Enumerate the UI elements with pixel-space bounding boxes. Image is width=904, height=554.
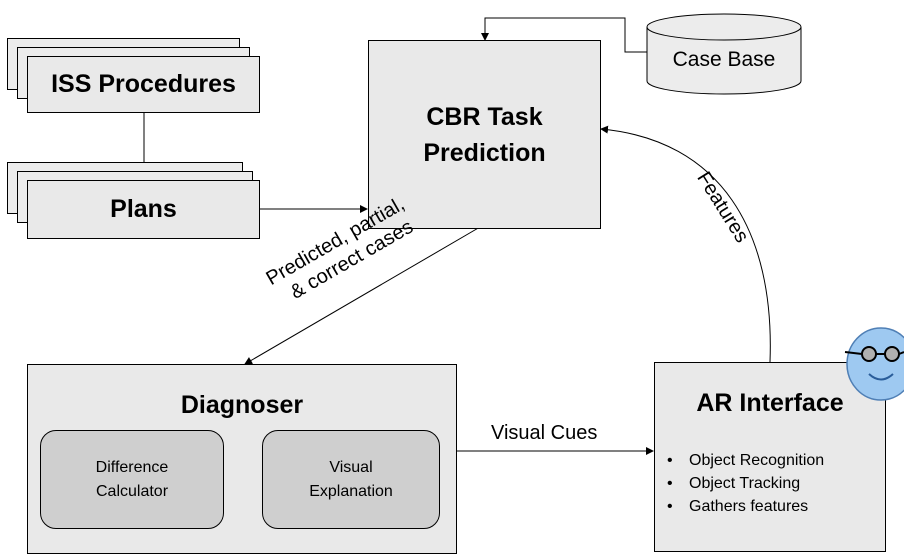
cbr-task-prediction-box: CBR Task Prediction: [368, 40, 601, 229]
difference-calculator-box: Difference Calculator: [40, 430, 224, 529]
diagnoser-title: Diagnoser: [180, 391, 304, 419]
visual-cues-label: Visual Cues: [491, 422, 598, 444]
plans-box: Plans: [27, 180, 260, 239]
avatar-face-icon: [844, 327, 904, 401]
visual-explanation-box: Visual Explanation: [262, 430, 440, 529]
iss-procedures-box: ISS Procedures: [27, 56, 260, 113]
cbr-to-diagnoser-arrow: [244, 226, 481, 365]
ar-feature-item: Object Tracking: [667, 472, 824, 495]
visual-explanation-line1: Visual: [329, 458, 373, 476]
ar-feature-item: Object Recognition: [667, 449, 824, 472]
case-base-label-wrap: Case Base: [646, 38, 802, 82]
ar-interface-box: AR Interface Object Recognition Object T…: [654, 362, 886, 552]
case-base-cylinder: [646, 13, 802, 95]
cbr-title-line1: CBR Task: [426, 102, 543, 131]
plans-label: Plans: [110, 195, 177, 223]
ar-to-cbr-arrow: [600, 125, 771, 363]
ar-feature-list: Object Recognition Object Tracking Gathe…: [667, 449, 824, 518]
cbr-title-line2: Prediction: [423, 138, 546, 167]
difference-calculator-line2: Calculator: [95, 482, 169, 500]
connectors: [140, 17, 771, 483]
casebase-to-cbr-arrow: [481, 17, 647, 53]
ar-interface-title: AR Interface: [696, 389, 844, 417]
ar-feature-item: Gathers features: [667, 495, 824, 518]
visual-explanation-line2: Explanation: [309, 482, 393, 500]
difference-calculator-line1: Difference: [95, 458, 169, 476]
case-base-label: Case Base: [672, 48, 776, 71]
iss-procedures-label: ISS Procedures: [51, 70, 236, 98]
